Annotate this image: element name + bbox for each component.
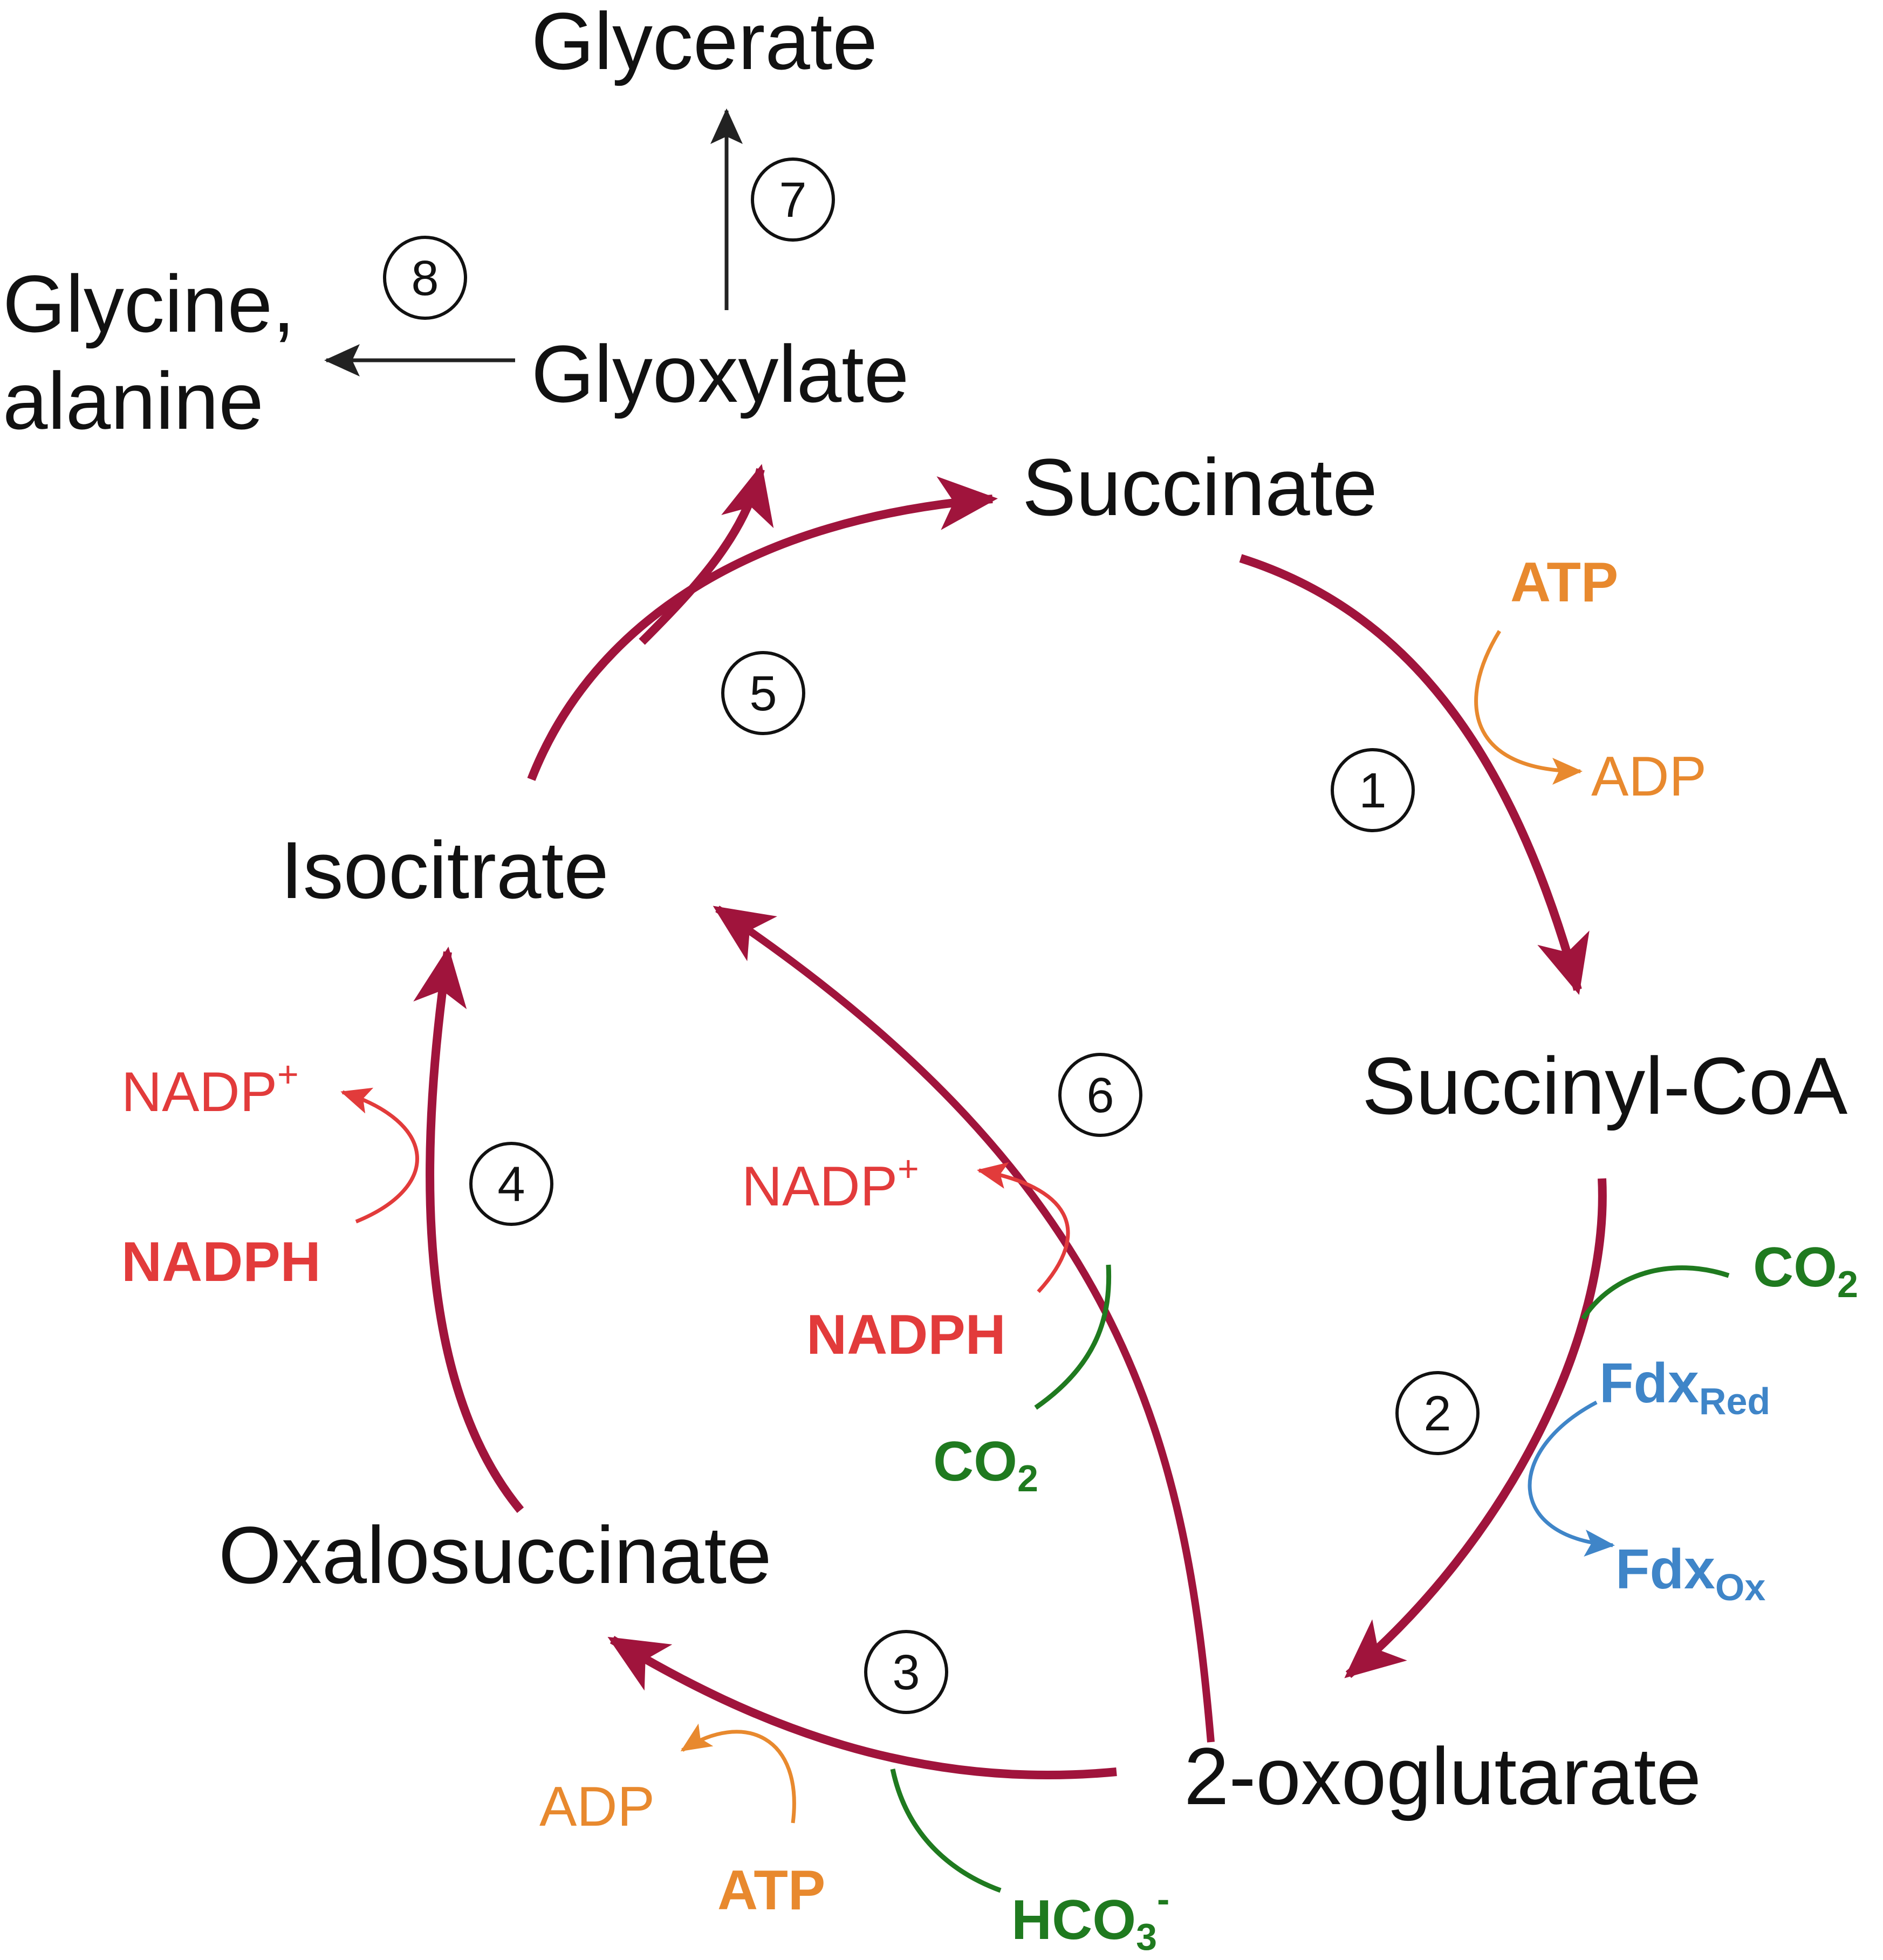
co2-arc-2 [1581,1265,1730,1320]
step-marker-7: 7 [751,157,835,242]
label-glyoxylate: Glyoxylate [531,328,909,419]
label-nadph-6: NADPH [806,1304,1006,1366]
arrow-step-6 [713,906,1215,1743]
label-adp-1: ADP [1591,745,1707,808]
label-hco3-3: HCO3- [1011,1878,1169,1958]
label-succinate: Succinate [1022,442,1378,532]
arrow-step-3 [607,1636,1117,1780]
svg-text:8: 8 [411,251,439,306]
atp-adp-arrow-3 [680,1723,796,1824]
arrow-step-5-succinate [527,476,998,781]
fdx-arrow-2 [1528,1400,1615,1557]
label-co2-6: CO2 [933,1430,1038,1499]
svg-text:4: 4 [497,1157,525,1212]
atp-adp-arrow-1 [1474,630,1583,785]
label-atp-1: ATP [1510,551,1618,614]
arrow-step-2 [1344,1178,1607,1678]
arrow-step-5-glyoxylate [639,464,774,645]
label-2-oxoglutarate: 2-oxoglutarate [1184,1731,1701,1821]
label-fdx-red: FdxRed [1599,1352,1770,1422]
nadph-arrow-6 [977,1162,1070,1293]
label-alanine: alanine [3,355,264,446]
label-isocitrate: Isocitrate [280,825,609,915]
step-marker-8: 8 [383,236,467,320]
step-marker-1: 1 [1331,748,1415,832]
label-co2-2: CO2 [1753,1236,1858,1305]
label-adp-3: ADP [539,1776,655,1838]
label-nadp-4: NADP+ [121,1054,299,1123]
svg-text:2: 2 [1423,1386,1451,1441]
step-marker-6: 6 [1058,1053,1142,1137]
svg-text:7: 7 [779,173,806,228]
label-glycerate: Glycerate [531,0,878,86]
step-marker-5: 5 [721,651,805,735]
svg-text:3: 3 [892,1645,920,1700]
label-glycine: Glycine, [3,258,295,349]
nadph-arrow-4 [340,1087,419,1224]
label-nadph-4: NADPH [121,1231,321,1293]
label-fdx-ox: FdxOx [1615,1538,1765,1608]
hco3-arc-3 [890,1769,1002,1893]
arrow-step-4 [413,947,524,1513]
co2-arc-6 [1034,1264,1112,1410]
step-marker-4: 4 [469,1142,553,1226]
svg-text:1: 1 [1359,763,1386,818]
label-atp-3: ATP [717,1859,825,1922]
label-oxalosuccinate: Oxalosuccinate [218,1510,772,1600]
svg-text:6: 6 [1086,1068,1114,1123]
svg-text:5: 5 [749,666,777,721]
step-marker-2: 2 [1395,1371,1480,1455]
label-nadp-6: NADP+ [742,1148,919,1218]
label-succinyl-coa: Succinyl-CoA [1362,1040,1847,1131]
step-marker-3: 3 [864,1630,948,1714]
arrow-step-1 [1239,554,1590,995]
